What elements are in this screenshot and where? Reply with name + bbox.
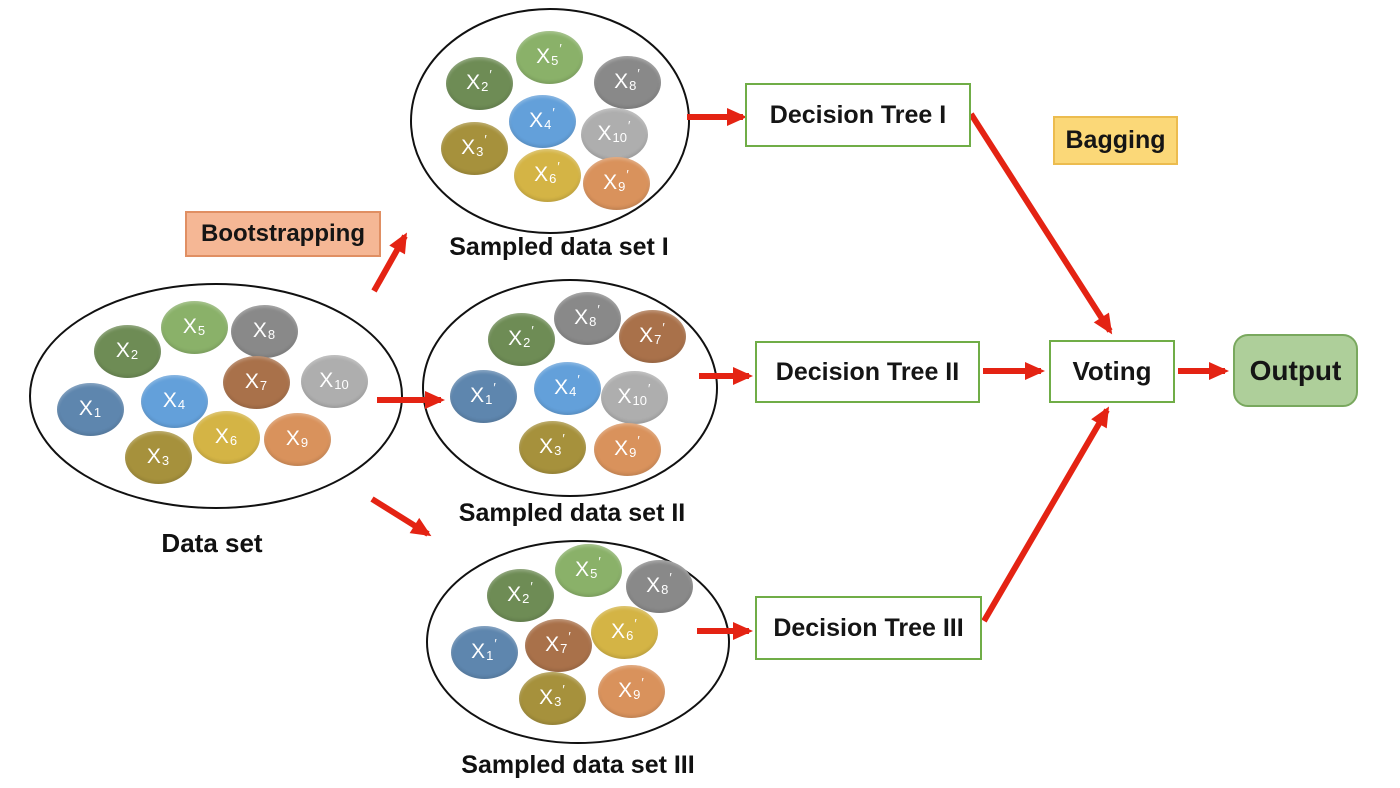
sampled-set-3-caption: Sampled data set III bbox=[461, 751, 695, 779]
sampled-set-1-caption: Sampled data set I bbox=[449, 233, 669, 261]
decision-tree-3-box: Decision Tree III bbox=[755, 596, 982, 660]
dataset-caption: Data set bbox=[161, 528, 263, 558]
bagging-label: Bagging bbox=[1053, 116, 1178, 165]
decision-tree-2-box: Decision Tree II bbox=[755, 341, 980, 403]
sampled-set-2-caption: Sampled data set II bbox=[458, 499, 686, 527]
arrow-dataset-to-sampled3 bbox=[370, 496, 432, 537]
arrow-dt3-to-voting bbox=[981, 406, 1110, 623]
decision-tree-1-box: Decision Tree I bbox=[745, 83, 971, 147]
arrow-dataset-to-sampled1 bbox=[371, 232, 408, 293]
sampled-set-2-ellipse bbox=[422, 279, 718, 497]
sampled-set-1-ellipse bbox=[410, 8, 690, 234]
voting-box: Voting bbox=[1049, 340, 1175, 403]
arrow-dt1-to-voting bbox=[968, 112, 1113, 335]
dataset-ellipse bbox=[29, 283, 403, 509]
bootstrapping-label: Bootstrapping bbox=[185, 211, 381, 257]
output-box: Output bbox=[1233, 334, 1358, 407]
sampled-set-3-ellipse bbox=[426, 540, 730, 744]
